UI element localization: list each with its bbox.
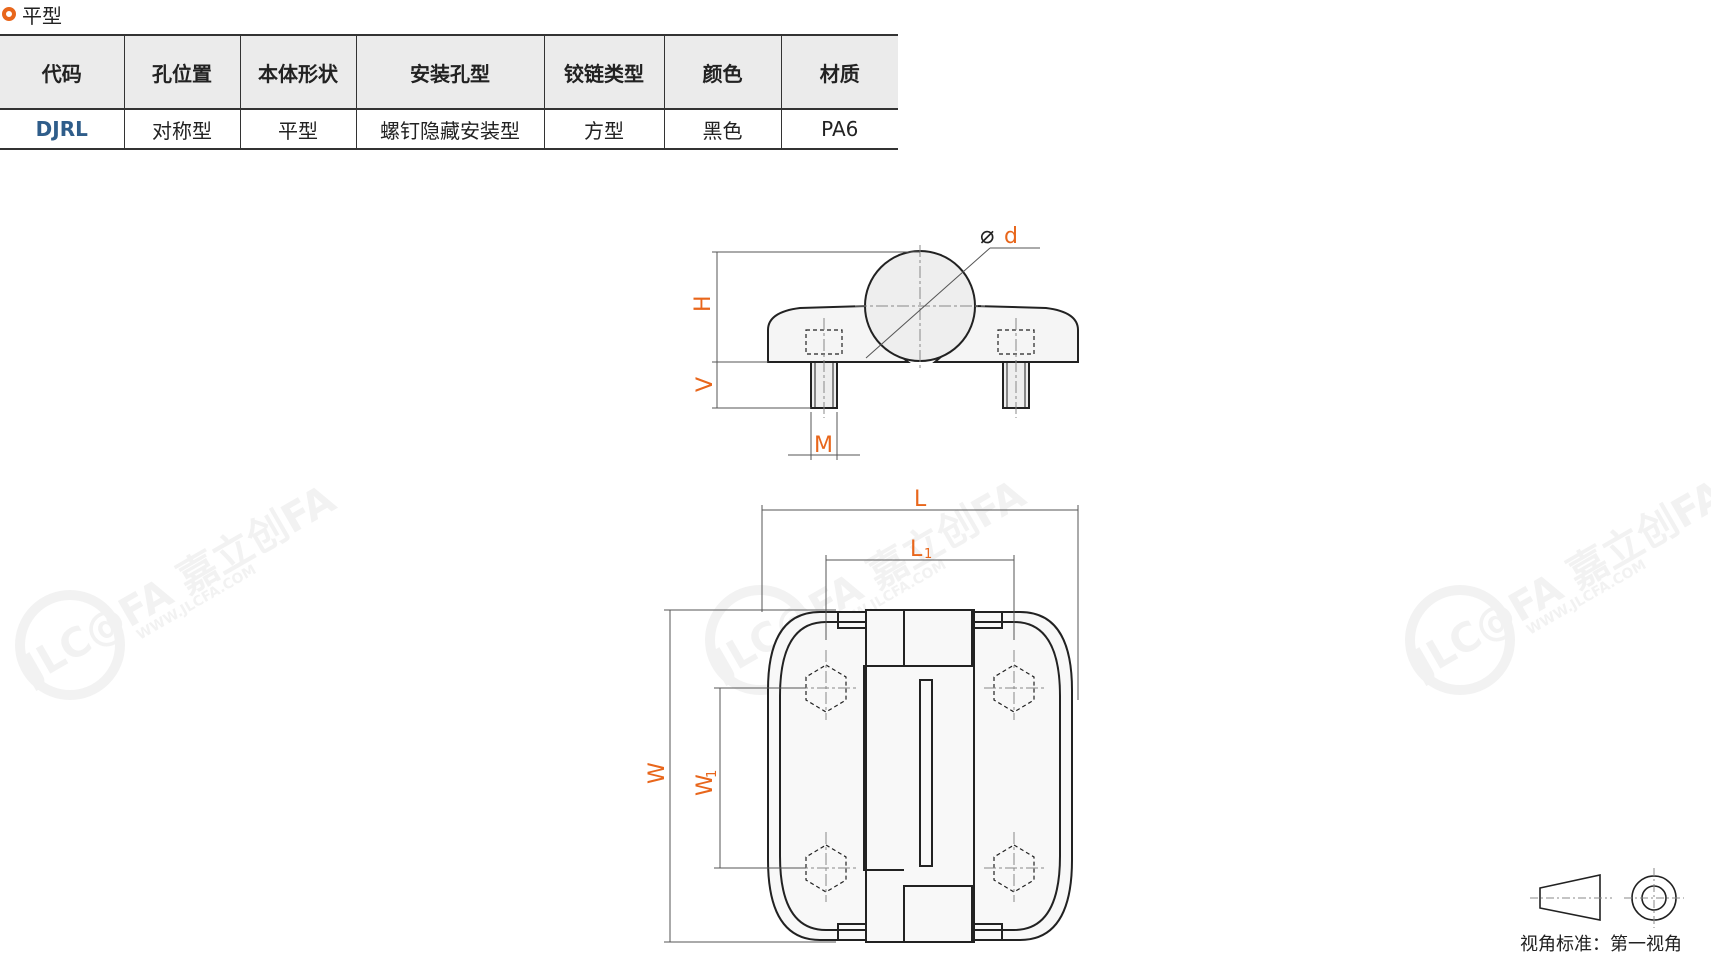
- svg-text:1: 1: [705, 770, 720, 778]
- svg-text:W: W: [693, 774, 718, 796]
- svg-text:M: M: [814, 433, 833, 458]
- diameter-symbol: ⌀: [980, 221, 994, 249]
- cell-mount-hole: 螺钉隐藏安装型: [355, 109, 544, 150]
- svg-text:d: d: [1004, 224, 1018, 249]
- cell-material: PA6: [780, 109, 898, 150]
- svg-text:1: 1: [924, 547, 932, 562]
- cell-body-shape: 平型: [239, 109, 356, 150]
- svg-text:JLC@FA 嘉立创FA: JLC@FA 嘉立创FA: [14, 476, 344, 693]
- header-color: 颜色: [663, 34, 781, 110]
- side-view-dimensions: d H V M: [691, 224, 1018, 458]
- cell-color: 黑色: [663, 109, 781, 150]
- top-view: [664, 505, 1079, 943]
- side-view: [712, 245, 1079, 460]
- cell-hole-position: 对称型: [123, 109, 240, 150]
- section-title: 平型: [2, 0, 62, 28]
- svg-text:JLC@FA 嘉立创FA: JLC@FA 嘉立创FA: [1404, 471, 1711, 688]
- cell-code[interactable]: DJRL: [0, 109, 124, 150]
- svg-text:V: V: [693, 377, 718, 392]
- table-row: DJRL 对称型 平型 螺钉隐藏安装型 方型 黑色 PA6: [0, 109, 898, 150]
- header-hole-position: 孔位置: [123, 34, 240, 110]
- svg-text:L: L: [914, 487, 927, 512]
- section-title-text: 平型: [22, 3, 62, 28]
- svg-text:H: H: [691, 295, 716, 312]
- watermark-left: JLC@FA 嘉立创FA WWW.JLCFA.COM: [14, 476, 344, 700]
- header-mount-hole: 安装孔型: [355, 34, 544, 110]
- first-angle-projection-icon: [1530, 868, 1684, 928]
- header-code: 代码: [0, 34, 124, 110]
- watermark-right: JLC@FA 嘉立创FA WWW.JLCFA.COM: [1404, 471, 1711, 695]
- header-body-shape: 本体形状: [239, 34, 356, 110]
- top-view-dimensions: L L 1 W W 1: [645, 487, 932, 796]
- svg-text:W: W: [645, 762, 670, 784]
- header-material: 材质: [780, 34, 898, 110]
- spec-table: 代码 孔位置 本体形状 安装孔型 铰链类型 颜色 材质 DJRL 对称型 平型 …: [0, 34, 898, 150]
- header-hinge-type: 铰链类型: [543, 34, 664, 110]
- view-standard-label: 视角标准：第一视角: [1520, 934, 1682, 955]
- svg-text:L: L: [910, 537, 923, 562]
- cell-hinge-type: 方型: [543, 109, 664, 150]
- circle-bullet-icon: [2, 7, 16, 21]
- table-header-row: 代码 孔位置 本体形状 安装孔型 铰链类型 颜色 材质: [0, 34, 898, 110]
